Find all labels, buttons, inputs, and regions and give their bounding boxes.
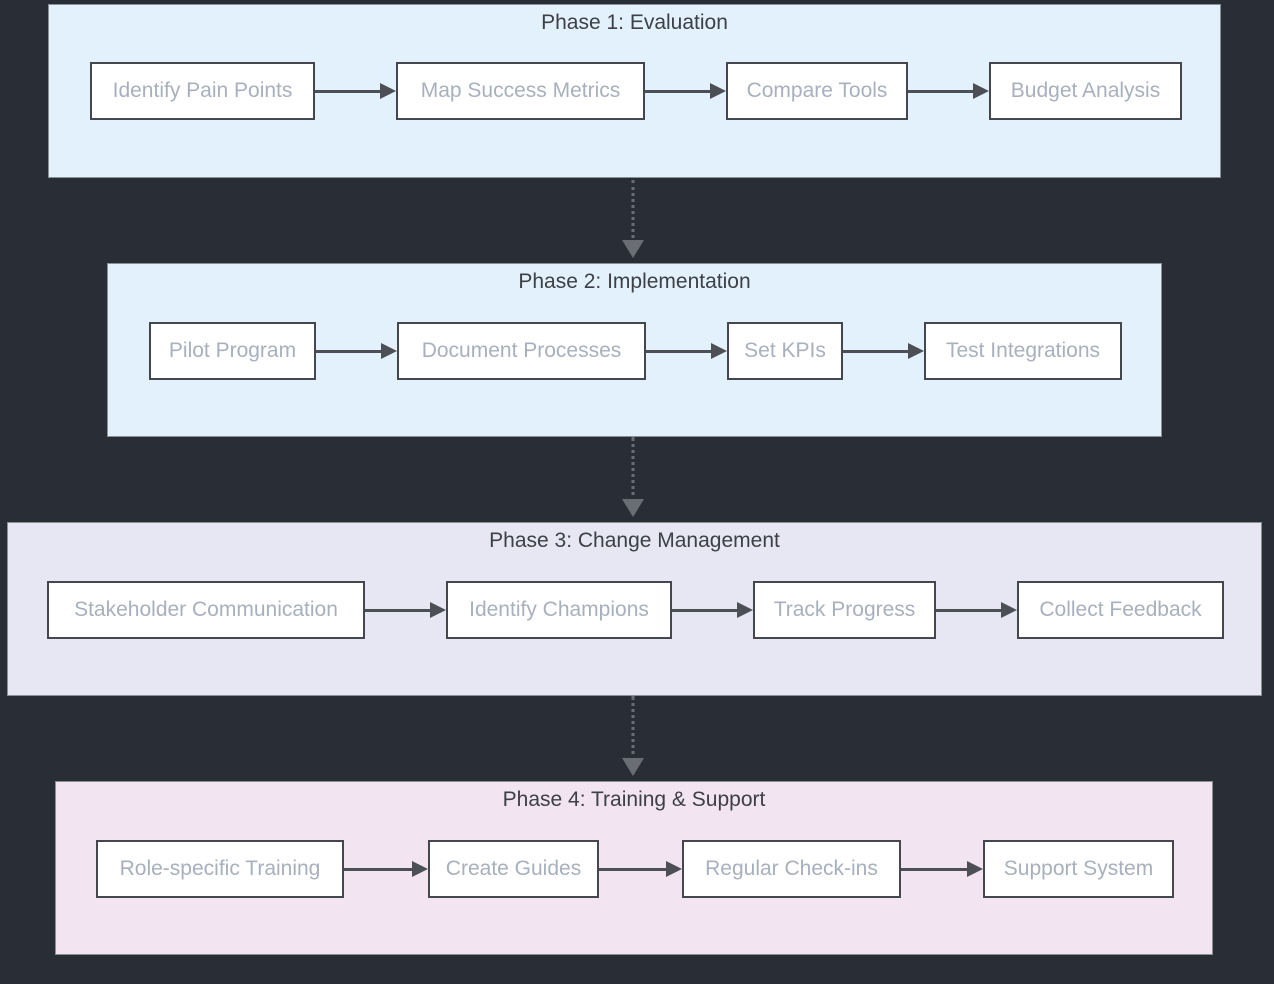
arrow-pilot-program-to-document-processes <box>316 343 397 359</box>
arrow-line <box>672 608 737 612</box>
arrow-document-processes-to-set-kpis <box>646 343 727 359</box>
node-compare-tools: Compare Tools <box>726 62 908 120</box>
arrow-line <box>365 608 430 612</box>
arrowhead-right-icon <box>711 343 727 359</box>
node-budget-analysis: Budget Analysis <box>989 62 1182 120</box>
arrow-map-success-metrics-to-compare-tools <box>645 83 726 99</box>
arrow-line <box>599 867 666 871</box>
node-track-progress: Track Progress <box>753 581 936 639</box>
node-regular-check-ins: Regular Check-ins <box>682 840 901 898</box>
arrowhead-right-icon <box>1001 602 1017 618</box>
node-map-success-metrics: Map Success Metrics <box>396 62 645 120</box>
node-create-guides: Create Guides <box>428 840 599 898</box>
arrow-compare-tools-to-budget-analysis <box>908 83 989 99</box>
phase-3-title: Phase 3: Change Management <box>489 529 780 552</box>
arrowhead-right-icon <box>666 861 682 877</box>
arrowhead-right-icon <box>710 83 726 99</box>
phase-4-title: Phase 4: Training & Support <box>502 788 766 811</box>
arrow-line <box>908 89 973 93</box>
arrow-line <box>315 89 380 93</box>
arrow-stakeholder-communication-to-identify-champions <box>365 602 446 618</box>
arrowhead-right-icon <box>380 83 396 99</box>
phase-4-training-support-container: Phase 4: Training & Support Role-specifi… <box>55 781 1213 955</box>
arrow-line <box>936 608 1001 612</box>
node-collect-feedback: Collect Feedback <box>1017 581 1224 639</box>
node-role-specific-training: Role-specific Training <box>96 840 344 898</box>
phase-2-to-phase-3-connector <box>622 437 644 517</box>
arrowhead-right-icon <box>381 343 397 359</box>
phase-3-change-management-container: Phase 3: Change Management Stakeholder C… <box>7 522 1262 696</box>
node-identify-pain-points: Identify Pain Points <box>90 62 315 120</box>
node-support-system: Support System <box>983 840 1174 898</box>
arrow-line <box>344 867 412 871</box>
phase-2-title: Phase 2: Implementation <box>518 270 751 293</box>
arrow-regular-check-ins-to-support-system <box>901 861 983 877</box>
node-test-integrations: Test Integrations <box>924 322 1122 380</box>
arrow-line <box>645 89 710 93</box>
phase-1-to-phase-2-connector <box>622 180 644 258</box>
arrow-create-guides-to-regular-check-ins <box>599 861 682 877</box>
arrowhead-right-icon <box>908 343 924 359</box>
node-pilot-program: Pilot Program <box>149 322 316 380</box>
phase-1-title: Phase 1: Evaluation <box>541 11 728 34</box>
connector-dotted-line <box>631 696 635 762</box>
arrow-identify-pain-points-to-map-success-metrics <box>315 83 396 99</box>
arrowhead-right-icon <box>430 602 446 618</box>
node-document-processes: Document Processes <box>397 322 646 380</box>
arrowhead-right-icon <box>737 602 753 618</box>
arrow-role-specific-training-to-create-guides <box>344 861 428 877</box>
arrowhead-down-icon <box>622 240 644 258</box>
connector-dotted-line <box>631 437 635 503</box>
node-set-kpis: Set KPIs <box>727 322 843 380</box>
arrow-line <box>646 349 711 353</box>
arrowhead-right-icon <box>967 861 983 877</box>
arrow-identify-champions-to-track-progress <box>672 602 753 618</box>
connector-dotted-line <box>631 180 635 244</box>
arrowhead-right-icon <box>412 861 428 877</box>
arrow-line <box>901 867 967 871</box>
phase-2-implementation-container: Phase 2: Implementation Pilot Program Do… <box>107 263 1162 437</box>
phase-1-evaluation-container: Phase 1: Evaluation Identify Pain Points… <box>48 4 1221 178</box>
arrow-set-kpis-to-test-integrations <box>843 343 924 359</box>
node-identify-champions: Identify Champions <box>446 581 672 639</box>
arrow-line <box>843 349 908 353</box>
phase-3-to-phase-4-connector <box>622 696 644 776</box>
node-stakeholder-communication: Stakeholder Communication <box>47 581 365 639</box>
arrowhead-right-icon <box>973 83 989 99</box>
arrow-line <box>316 349 381 353</box>
arrowhead-down-icon <box>622 758 644 776</box>
arrow-track-progress-to-collect-feedback <box>936 602 1017 618</box>
arrowhead-down-icon <box>622 499 644 517</box>
